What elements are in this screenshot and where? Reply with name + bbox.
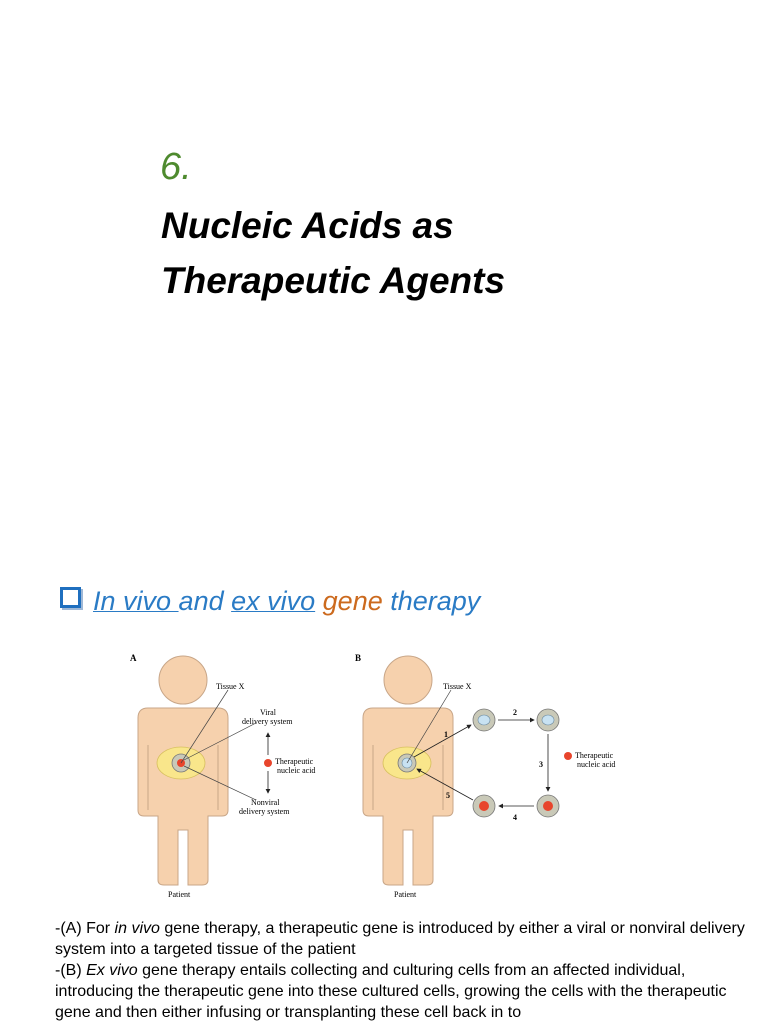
- in-vivo-label: In vivo: [93, 586, 179, 616]
- nucleic-acid-icon-a: [264, 759, 272, 767]
- tissue-x-label-a: Tissue X: [216, 682, 245, 691]
- panel-a-letter: A: [130, 653, 137, 663]
- caption-a-italic: in vivo: [114, 920, 160, 937]
- therapy-label: therapy: [382, 586, 481, 616]
- title-line-2: Therapeutic Agents: [161, 260, 506, 301]
- patient-body-a: [137, 655, 229, 886]
- ex-vivo-label: ex vivo: [231, 586, 316, 616]
- bullet-heading: In vivo and ex vivo gene therapy: [60, 586, 480, 617]
- step-4-label: 4: [513, 813, 517, 822]
- patient-label-b: Patient: [394, 890, 417, 899]
- agent-label-1-b: Therapeutic: [575, 751, 614, 760]
- and-label: and: [178, 586, 232, 616]
- title-line-1: Nucleic Acids as: [161, 205, 454, 246]
- cultured-cell-1: [472, 708, 496, 732]
- step-3-label: 3: [539, 760, 543, 769]
- agent-label-2-a: nucleic acid: [277, 766, 315, 775]
- caption-b-text: gene therapy entails collecting and cult…: [55, 962, 727, 1021]
- cultured-cell-2: [536, 708, 560, 732]
- step-5-label: 5: [446, 791, 450, 800]
- caption-a: -(A) For in vivo gene therapy, a therape…: [55, 918, 755, 960]
- step-1-label: 1: [444, 730, 448, 739]
- patient-label-a: Patient: [168, 890, 191, 899]
- modified-cell-1: [536, 794, 560, 818]
- panel-a: A Tissue X Viral delivery system Therape…: [130, 653, 315, 899]
- caption-b: -(B) Ex vivo gene therapy entails collec…: [55, 960, 755, 1023]
- nucleic-acid-icon-b: [564, 752, 572, 760]
- viral-label-2: delivery system: [242, 717, 293, 726]
- gene-therapy-figure: A Tissue X Viral delivery system Therape…: [118, 645, 628, 910]
- section-number: 6.: [160, 146, 192, 188]
- tissue-x-label-b: Tissue X: [443, 682, 472, 691]
- agent-label-2-b: nucleic acid: [577, 760, 615, 769]
- caption-b-italic: Ex vivo: [86, 962, 138, 979]
- agent-label-1-a: Therapeutic: [275, 757, 314, 766]
- panel-b-letter: B: [355, 653, 361, 663]
- nonviral-label-1: Nonviral: [251, 798, 280, 807]
- caption-a-text: gene therapy, a therapeutic gene is intr…: [55, 920, 745, 958]
- checkbox-icon: [60, 587, 81, 608]
- gene-label: gene: [315, 586, 383, 616]
- modified-cell-2: [472, 794, 496, 818]
- viral-label-1: Viral: [260, 708, 277, 717]
- step-2-label: 2: [513, 708, 517, 717]
- figure-svg: A Tissue X Viral delivery system Therape…: [130, 653, 615, 899]
- nonviral-label-2: delivery system: [239, 807, 290, 816]
- step-5-arrow: [416, 768, 474, 801]
- panel-b: B Tissue X Patient 1: [355, 653, 615, 899]
- step-1-arrow: [413, 724, 472, 758]
- caption-b-prefix: -(B): [55, 962, 87, 979]
- page-title: Nucleic Acids as Therapeutic Agents: [161, 198, 505, 308]
- figure-caption: -(A) For in vivo gene therapy, a therape…: [55, 918, 755, 1023]
- caption-a-prefix: -(A) For: [55, 920, 115, 937]
- patient-body-b: [362, 655, 454, 886]
